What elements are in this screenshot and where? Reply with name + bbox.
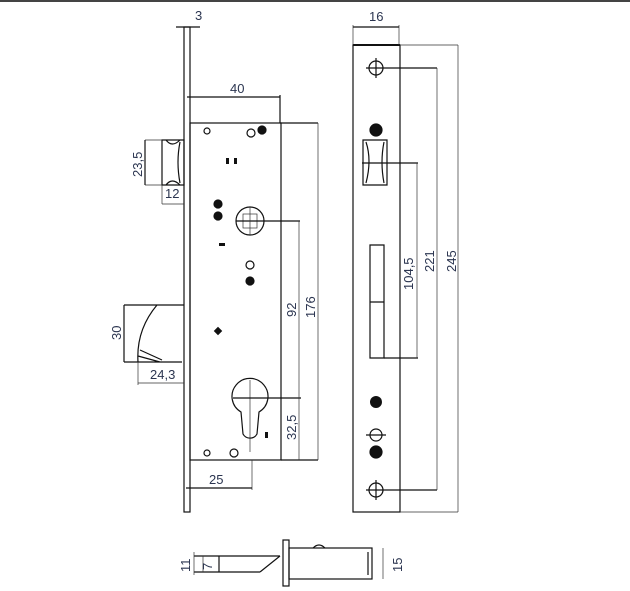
dim-92: 92 — [284, 303, 299, 317]
dim-104-5: 104,5 — [401, 257, 416, 290]
dim-24-3: 24,3 — [150, 367, 175, 382]
cylinder-hole — [231, 377, 269, 439]
front-view — [352, 25, 459, 513]
dim-15: 15 — [390, 558, 405, 572]
latch — [161, 139, 185, 186]
side-view — [123, 26, 319, 513]
latch-window — [362, 139, 388, 186]
dim-25: 25 — [209, 472, 223, 487]
screw-holes — [203, 125, 267, 458]
dim-16: 16 — [369, 9, 383, 24]
dim-23-5: 23,5 — [130, 152, 145, 177]
dim-30: 30 — [109, 326, 124, 340]
dim-3: 3 — [195, 8, 202, 23]
faceplate-side — [183, 26, 191, 513]
dim-245: 245 — [444, 250, 459, 272]
bolt-window — [369, 244, 385, 359]
dim-11: 11 — [178, 559, 193, 573]
bottom-view — [193, 539, 384, 587]
dim-7: 7 — [200, 563, 215, 570]
dim-40: 40 — [230, 81, 244, 96]
dim-32-5: 32,5 — [284, 415, 299, 440]
faceplate-front — [352, 44, 401, 513]
lock-body — [189, 122, 282, 461]
dim-176: 176 — [303, 296, 318, 318]
dim-12: 12 — [165, 186, 179, 201]
front-screws — [366, 58, 386, 500]
dim-221: 221 — [422, 250, 437, 272]
bolt — [124, 304, 184, 363]
